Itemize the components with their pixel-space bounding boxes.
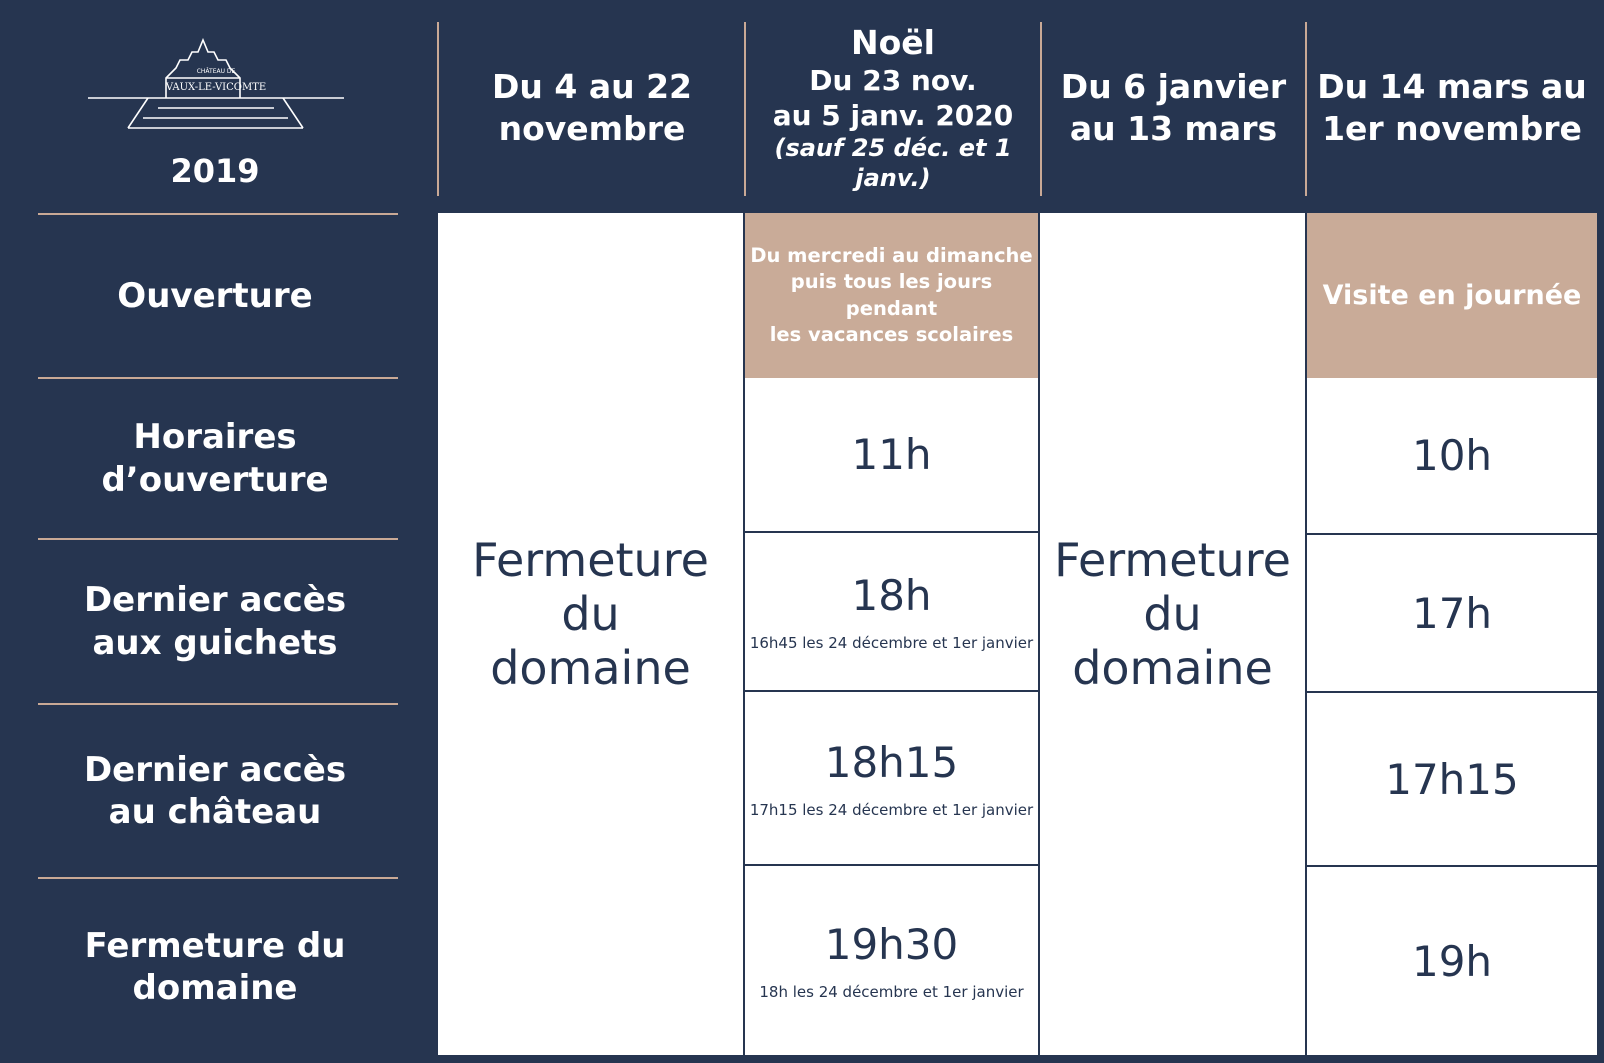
header-separator: [1305, 22, 1307, 196]
chateau-logo-icon: CHÂTEAU DE VAUX-LE-VICOMTE: [88, 38, 344, 129]
svg-text:CHÂTEAU DE: CHÂTEAU DE: [197, 68, 236, 75]
row-label-closing: Fermeture du domaine: [84, 925, 346, 1009]
cell-divider: [1307, 533, 1597, 535]
column-closed-1: Fermeture du domaine: [438, 213, 743, 1055]
column-header-1: Du 4 au 22 novembre: [492, 67, 692, 148]
noel-close-cell: 19h30 18h les 24 décembre et 1er janvier: [759, 920, 1024, 1001]
row-label-chateau-access: Dernier accès au château: [83, 749, 347, 833]
season-chateau-cell: 17h15: [1385, 754, 1519, 804]
row-separator: [38, 877, 398, 879]
row-separator: [38, 538, 398, 540]
row-separator: [38, 703, 398, 705]
brand-block: CHÂTEAU DE VAUX-LE-VICOMTE 2019: [40, 20, 430, 190]
column-noel: Du mercredi au dimanche puis tous les jo…: [745, 213, 1038, 1055]
season-hours-cell: 10h: [1411, 431, 1493, 480]
cell-divider: [745, 690, 1038, 692]
column-season: Visite en journée 10h 17h 17h15 19h: [1307, 213, 1597, 1055]
header-separator: [744, 22, 746, 196]
noel-hours-cell: 11h: [851, 430, 932, 479]
row-separator: [38, 213, 398, 215]
noel-ticket-cell: 18h 16h45 les 24 décembre et 1er janvier: [749, 571, 1034, 652]
header-separator: [437, 22, 439, 196]
column-header-4: Du 14 mars au 1er novembre: [1317, 67, 1587, 148]
column-closed-2: Fermeture du domaine: [1040, 213, 1305, 1055]
row-label-opening: Ouverture: [117, 275, 313, 316]
row-label-hours: Horaires d’ouverture: [101, 417, 329, 500]
column-header-2: Noël Du 23 nov. au 5 janv. 2020 (sauf 25…: [772, 22, 1014, 193]
svg-text:VAUX-LE-VICOMTE: VAUX-LE-VICOMTE: [165, 82, 266, 93]
noel-opening-cell: Du mercredi au dimanche puis tous les jo…: [745, 213, 1038, 378]
cell-divider: [745, 864, 1038, 866]
cell-divider: [1307, 691, 1597, 693]
cell-divider: [1307, 865, 1597, 867]
row-label-ticket-access: Dernier accès aux guichets: [83, 580, 347, 663]
column-header-3: Du 6 janvier au 13 mars: [1060, 67, 1287, 148]
row-separator: [38, 377, 398, 379]
noel-chateau-cell: 18h15 17h15 les 24 décembre et 1er janvi…: [749, 737, 1034, 819]
cell-divider: [745, 531, 1038, 533]
noel-title: Noël: [851, 22, 935, 62]
season-ticket-cell: 17h: [1411, 588, 1493, 638]
header-separator: [1040, 22, 1042, 196]
season-close-cell: 19h: [1411, 936, 1493, 986]
season-opening-cell: Visite en journée: [1307, 213, 1597, 378]
year-label: 2019: [170, 152, 260, 190]
